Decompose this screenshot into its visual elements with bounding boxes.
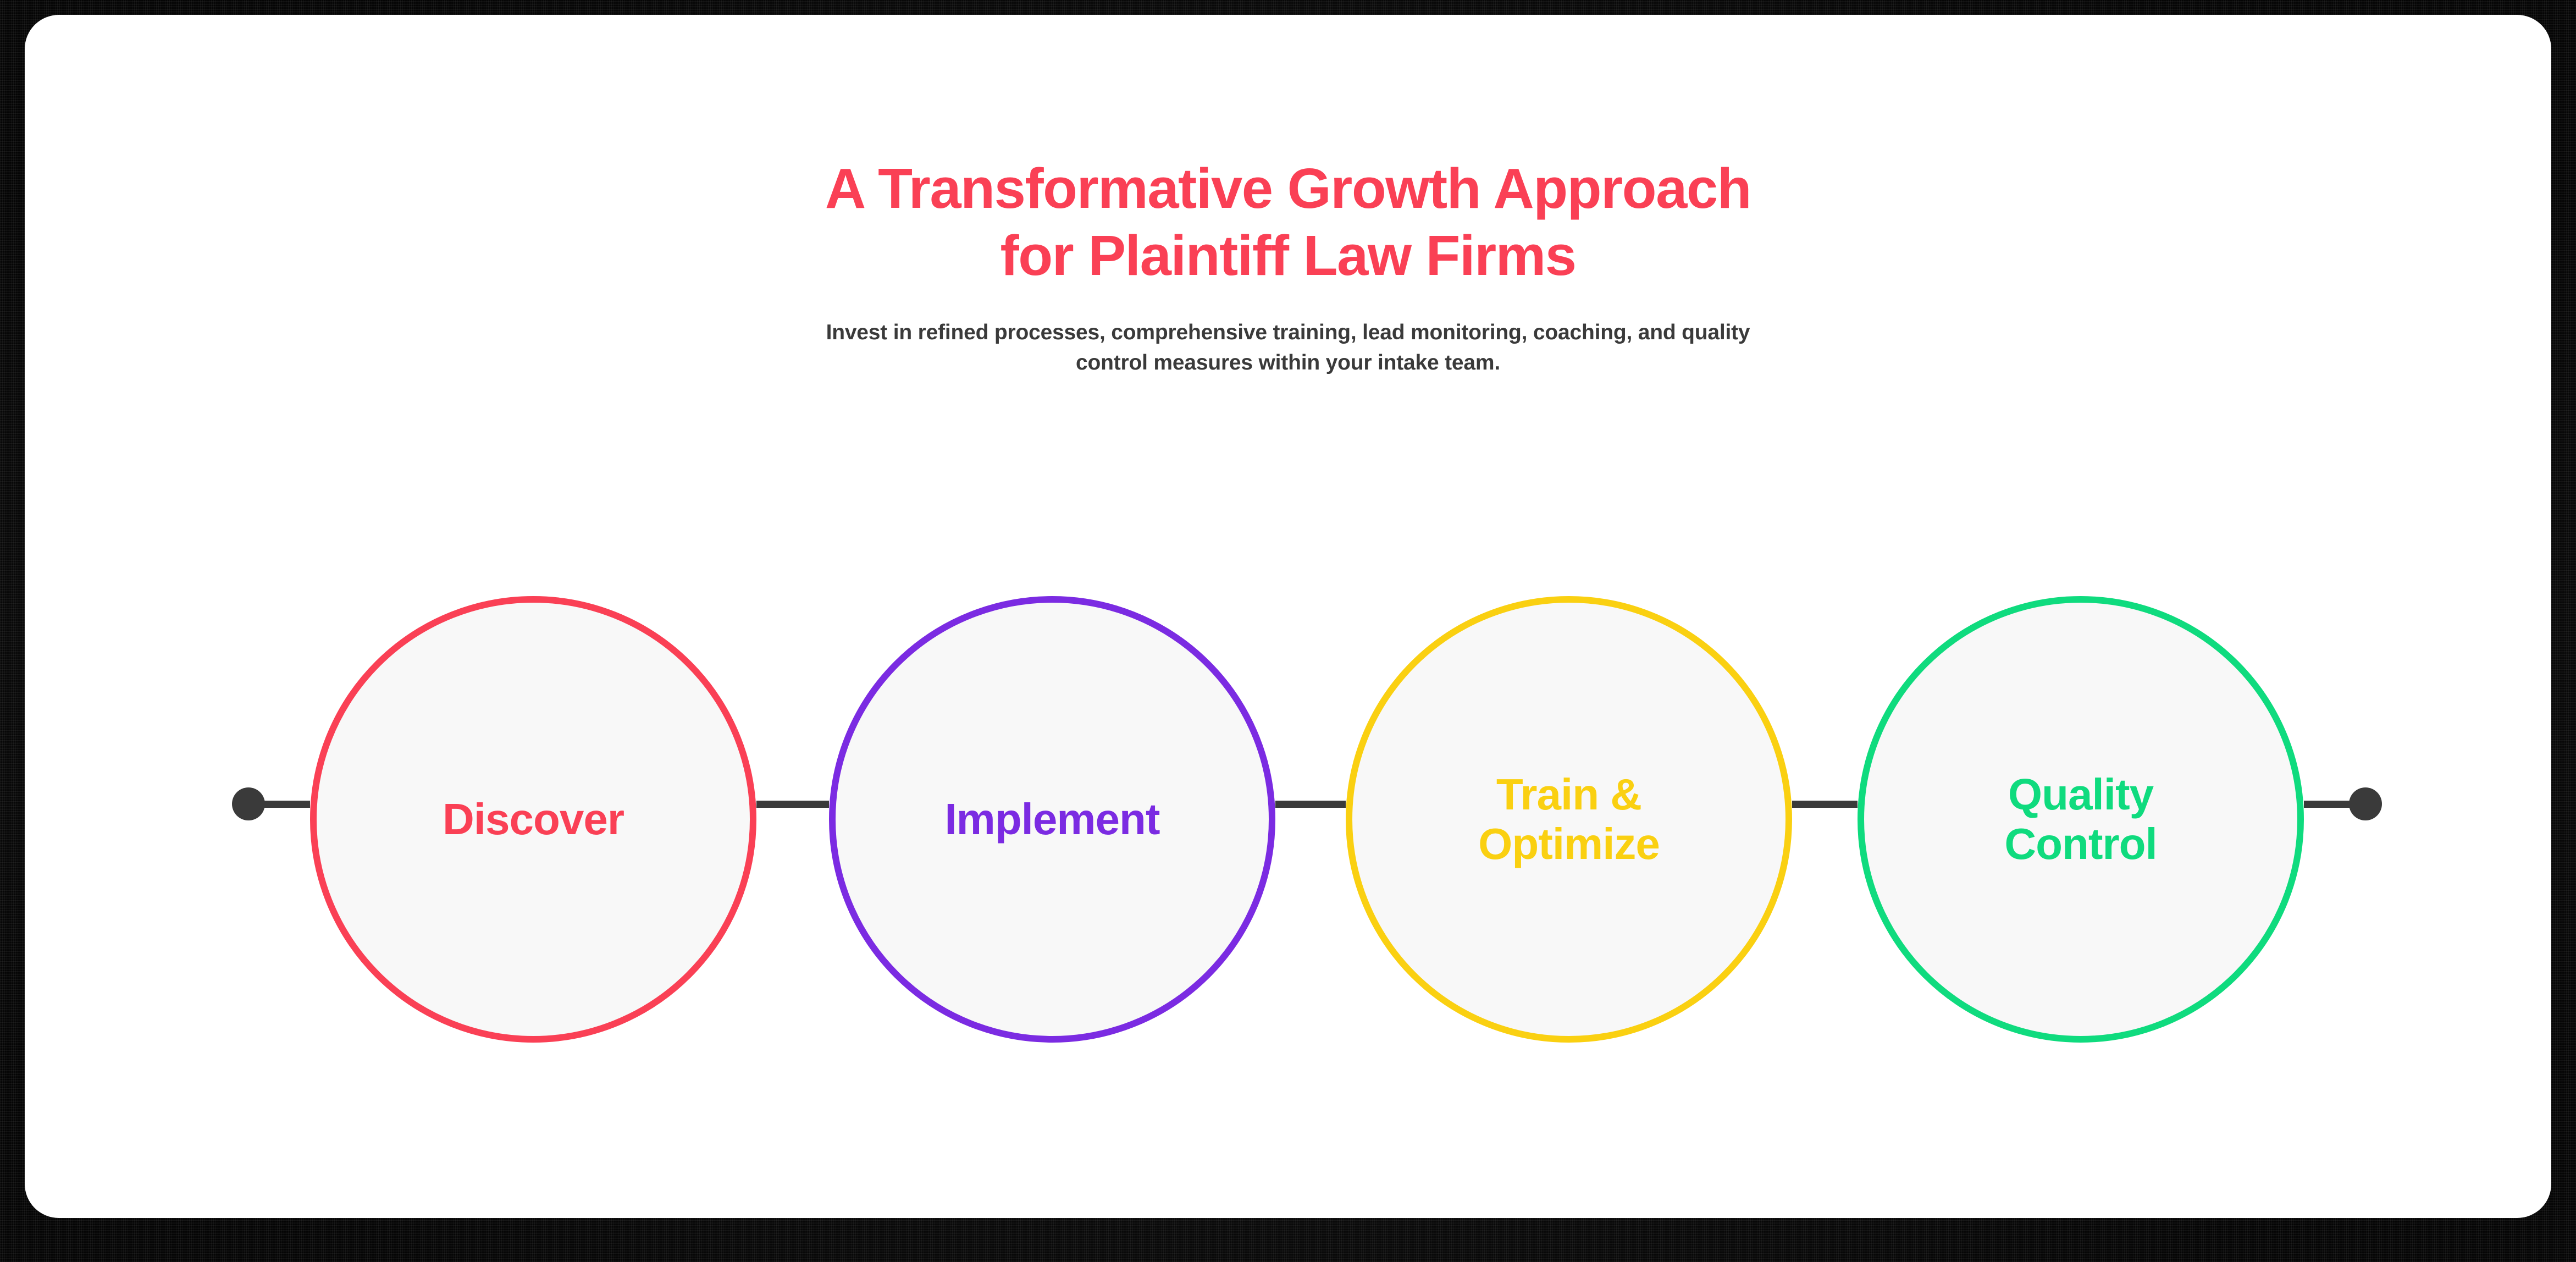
header-block: A Transformative Growth Approach for Pla… — [25, 15, 2551, 378]
flow-step-train-optimize[interactable]: Train & Optimize — [1346, 596, 1792, 1043]
page-subtitle-line-2: control measures within your intake team… — [1075, 351, 1500, 375]
content-card: A Transformative Growth Approach for Pla… — [25, 15, 2551, 1218]
flow-step-discover[interactable]: Discover — [310, 596, 756, 1043]
flow-end-dot — [2349, 787, 2382, 820]
connector-line — [756, 801, 829, 808]
flow-step-label: Quality Control — [2004, 770, 2157, 868]
page-subtitle: Invest in refined processes, comprehensi… — [25, 289, 2551, 378]
page-subtitle-line-1: Invest in refined processes, comprehensi… — [826, 321, 1750, 345]
page-title-line-1: A Transformative Growth Approach — [825, 157, 1752, 220]
page-title-line-2: for Plaintiff Law Firms — [1000, 223, 1577, 287]
flow-start-dot — [232, 787, 265, 820]
connector-line — [1275, 801, 1346, 808]
flow-step-label: Train & Optimize — [1478, 770, 1660, 868]
page-title: A Transformative Growth Approach for Pla… — [25, 15, 2551, 289]
flow-step-implement[interactable]: Implement — [829, 596, 1275, 1043]
flow-step-quality-control[interactable]: Quality Control — [1858, 596, 2304, 1043]
flow-step-label: Implement — [944, 795, 1160, 844]
flow-step-label: Discover — [443, 795, 624, 844]
connector-line — [1792, 801, 1858, 808]
